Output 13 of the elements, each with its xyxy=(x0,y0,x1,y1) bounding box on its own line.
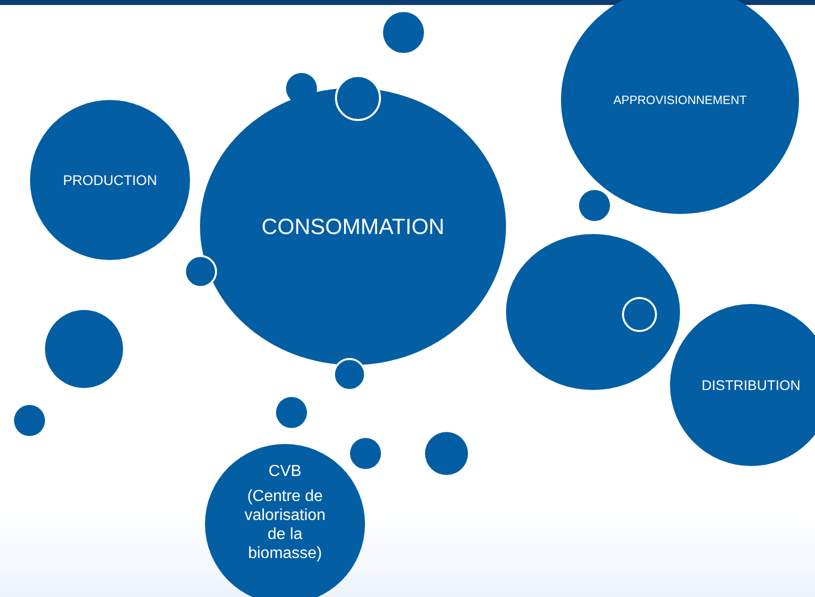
circle-label: (Centre de valorisation de la biomasse) xyxy=(244,486,326,564)
circle xyxy=(350,438,381,469)
circle xyxy=(425,432,468,475)
circle xyxy=(579,190,610,221)
circle xyxy=(383,12,424,53)
circle xyxy=(622,297,657,332)
circle-label: DISTRIBUTION xyxy=(702,377,800,393)
circle xyxy=(14,405,45,436)
circle-label: CVB xyxy=(268,462,302,481)
circle-label: APPROVISIONNEMENT xyxy=(613,93,747,107)
circle-label: PRODUCTION xyxy=(62,172,158,188)
circle xyxy=(276,397,307,428)
circle-label: CONSOMMATION xyxy=(262,214,444,240)
